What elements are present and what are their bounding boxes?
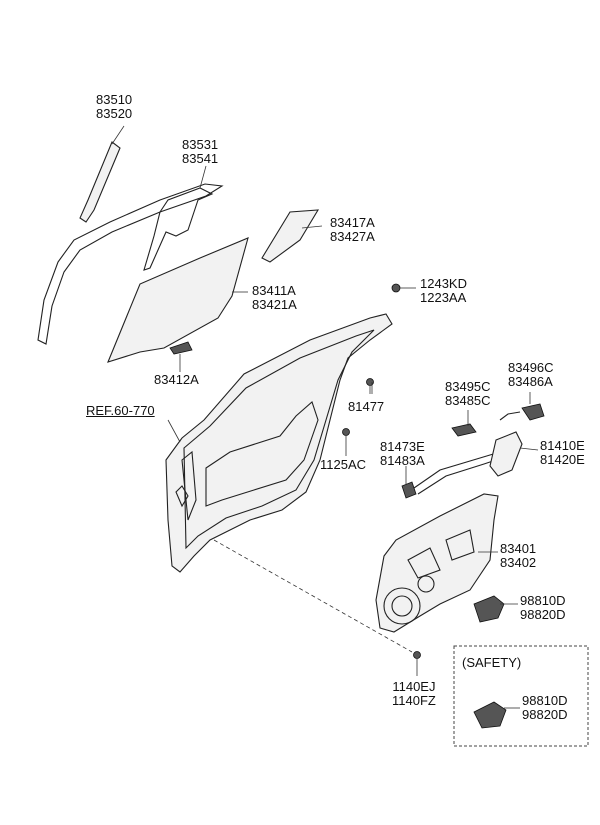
glass-holder-icon — [169, 341, 193, 355]
label-ref-60-770: REF.60-770 — [86, 403, 155, 418]
bolt-icon — [413, 651, 421, 676]
quarter-glass-icon — [261, 209, 320, 263]
bolt-icon — [391, 283, 416, 293]
safety-box — [453, 645, 589, 747]
label-81477: 81477 — [348, 399, 385, 414]
safety-title: (SAFETY) — [462, 655, 522, 670]
bolt-icon — [366, 378, 374, 394]
label-1125ac: 1125AC — [320, 457, 367, 472]
door-latch-icon — [401, 403, 545, 499]
bolt-icon — [342, 428, 350, 436]
door-glass-icon — [107, 237, 249, 363]
door-panel-icon — [165, 313, 393, 573]
glass-run-channel-icon — [79, 141, 121, 223]
door-sash-frame-icon — [37, 183, 224, 345]
window-motor-icon — [473, 595, 505, 623]
door-module-panel-icon — [375, 493, 499, 633]
label-83412a: 83412A — [154, 372, 199, 387]
